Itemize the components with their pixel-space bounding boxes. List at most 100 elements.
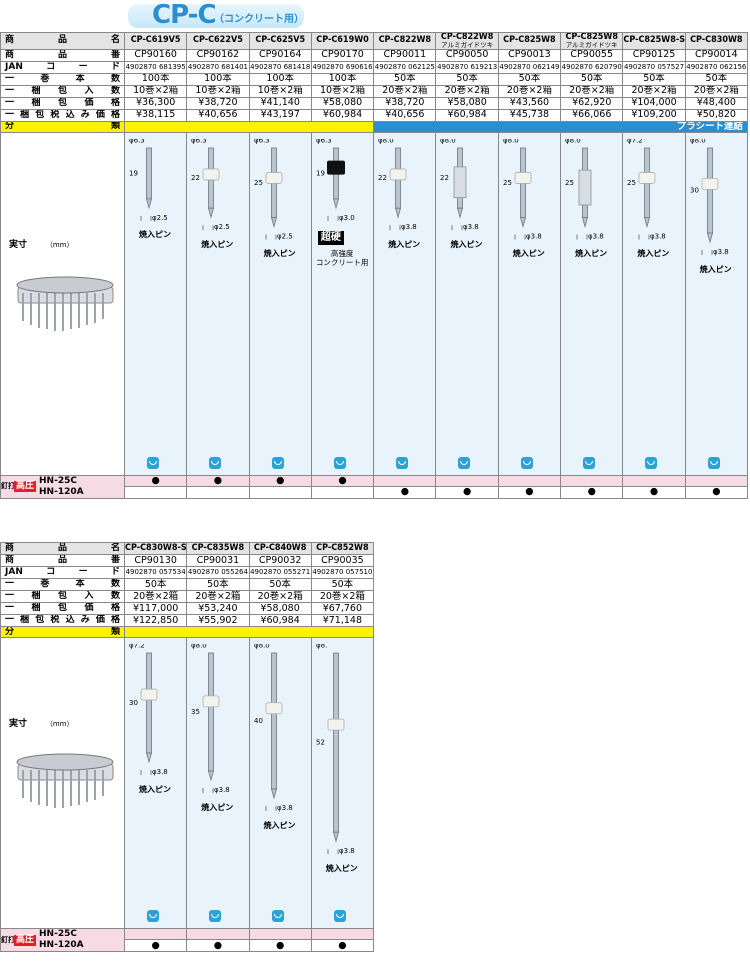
cell-pack-qty: 10巻×2箱 <box>310 84 375 98</box>
product-subname: アルミガイドツキ <box>565 41 618 49</box>
row-machine-hn120a: ●●●●●● <box>1 485 749 499</box>
row-label-pack-qty: 一梱包入数 <box>0 84 125 98</box>
pin-washer <box>265 702 282 715</box>
pin-caption: 焼入ピン <box>201 239 234 249</box>
row-machine-hn25c: 釘打機 高圧 HN-25C HN-120A ●●●● <box>0 474 749 499</box>
length-label: 22 <box>440 174 449 182</box>
cell-pack-qty: 20巻×2箱 <box>248 590 312 603</box>
product-name: CP-C852W8 <box>316 543 369 553</box>
head-diameter-label: φ7.2 <box>627 139 643 145</box>
row-pack-price: 一梱包価格¥117,000¥53,240¥58,080¥67,760 <box>0 602 375 615</box>
cell-per-roll: 50本 <box>123 578 188 591</box>
cell-pack-price-tax: ¥60,984 <box>310 108 375 122</box>
pin-washer <box>202 168 220 180</box>
length-label: 19 <box>316 169 325 177</box>
cell-pack-price: ¥58,080 <box>248 602 312 615</box>
head-diameter-label: φ8.0 <box>378 139 394 145</box>
row-label-jan: JANコード <box>0 60 125 74</box>
pin-shank <box>208 652 215 772</box>
length-label: 35 <box>191 708 200 716</box>
head-diameter-label: φ8.0 <box>440 139 456 145</box>
tip-diameter-mark <box>265 806 276 811</box>
cell-code: CP90162 <box>186 48 250 62</box>
pin-caption: 焼入ピン <box>512 249 545 258</box>
row-pack-price-tax: 一梱包税込み価格¥122,850¥55,902¥60,984¥71,148 <box>0 614 375 627</box>
product-name: CP-C835W8 <box>191 543 245 553</box>
cell-pack-price-tax: ¥45,738 <box>497 108 562 122</box>
length-label: 19 <box>129 169 138 177</box>
cell-pack-qty: 20巻×2箱 <box>622 84 686 98</box>
cell-pack-price-tax: ¥122,850 <box>123 614 188 627</box>
cell-per-roll: 50本 <box>684 72 749 86</box>
head-diameter-label: φ8.0 <box>254 644 270 650</box>
cell-pack-price-tax: ¥71,148 <box>310 614 375 627</box>
series-title-main: CP-C <box>152 0 217 30</box>
cell-pack-qty: 10巻×2箱 <box>248 84 312 98</box>
product-name-cell: CP-C835W8 <box>186 542 250 555</box>
cell-jan: 4902870 681395 <box>123 60 188 74</box>
cell-pack-qty: 10巻×2箱 <box>123 84 188 98</box>
pin-tip <box>457 207 464 219</box>
cell-per-roll: 50本 <box>186 578 250 591</box>
machine-hn25c-label: HN-25C <box>39 929 77 939</box>
row-label-pack-price-tax: 一梱包税込み価格 <box>0 614 125 627</box>
row-category: 分類 プラシート連結 <box>0 120 748 133</box>
row-label-name: 商品名 <box>0 542 125 555</box>
cell-pack-qty: 20巻×2箱 <box>497 84 562 98</box>
cell-jan: 4902870 055271 <box>248 566 312 579</box>
product-name: CP-C822W8 <box>378 35 432 46</box>
cell-pack-price-tax: ¥43,197 <box>248 108 312 122</box>
head-diameter-label: φ8.0 <box>503 139 519 145</box>
cell-pack-price-tax: ¥40,656 <box>186 108 250 122</box>
cell-jan: 4902870 062125 <box>373 60 437 74</box>
cell-pack-qty: 20巻×2箱 <box>435 84 499 98</box>
pin-shank <box>270 652 277 790</box>
cell-per-roll: 100本 <box>186 72 250 86</box>
pin-type-icon <box>147 910 159 922</box>
cell-per-roll: 100本 <box>248 72 312 86</box>
pin-caption: 焼入ピン <box>575 249 608 258</box>
row-label-per-roll: 一巻本数 <box>0 578 125 591</box>
product-subname: アルミガイドツキ <box>441 41 494 49</box>
product-name-cell: CP-C619V5 <box>123 32 188 50</box>
pin-caption: 焼入ピン <box>699 264 732 274</box>
row-pack-price-tax: 一梱包税込み価格¥38,115¥40,656¥43,197¥60,984¥40,… <box>0 108 749 122</box>
machine-hn120a-label: HN-120A <box>39 940 84 950</box>
machine-hn25c-mark <box>497 474 562 487</box>
product-name: CP-C622V5 <box>193 35 243 46</box>
row-machine-hn25c: 釘打機 高圧 HN-25C HN-120A <box>0 928 375 952</box>
length-label: 22 <box>378 174 387 182</box>
tip-diameter-mark <box>701 249 712 255</box>
machine-label-cell: 釘打機 高圧 HN-25C HN-120A <box>0 474 125 499</box>
pin-caption: 焼入ピン <box>139 785 171 794</box>
tip-diameter-label: φ3.8 <box>277 804 293 812</box>
row-label-category: 分類 <box>0 626 125 638</box>
cell-pack-price-tax: ¥55,902 <box>186 614 250 627</box>
cell-jan: 4902870 681401 <box>186 60 250 74</box>
cell-code: CP90011 <box>373 48 437 62</box>
head-diameter-label: φ8.0 <box>690 139 706 145</box>
cell-pack-price-tax: ¥109,200 <box>622 108 686 122</box>
machine-hn25c-mark <box>560 474 624 487</box>
pin-tip <box>582 216 589 228</box>
machine-hn25c-mark <box>435 474 499 487</box>
machine-hn25c-mark <box>186 928 250 940</box>
pin-type-icon <box>458 456 471 469</box>
cell-per-roll: 50本 <box>248 578 312 591</box>
machine-hn120a-mark <box>248 485 312 499</box>
